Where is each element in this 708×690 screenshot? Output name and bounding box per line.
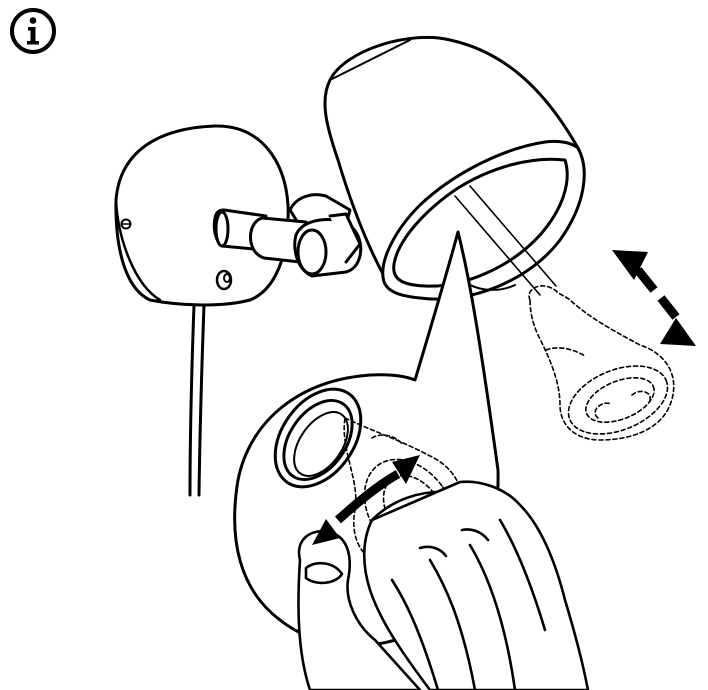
screw-icon xyxy=(120,218,132,230)
info-icon: i xyxy=(10,8,56,54)
swivel-joint xyxy=(212,193,363,278)
slide-arrow xyxy=(612,250,696,346)
hand xyxy=(297,480,590,690)
power-cord xyxy=(188,303,206,497)
rotate-arrow xyxy=(312,455,420,545)
wall-mount-base xyxy=(114,124,290,307)
bulb-dashed xyxy=(454,185,675,441)
